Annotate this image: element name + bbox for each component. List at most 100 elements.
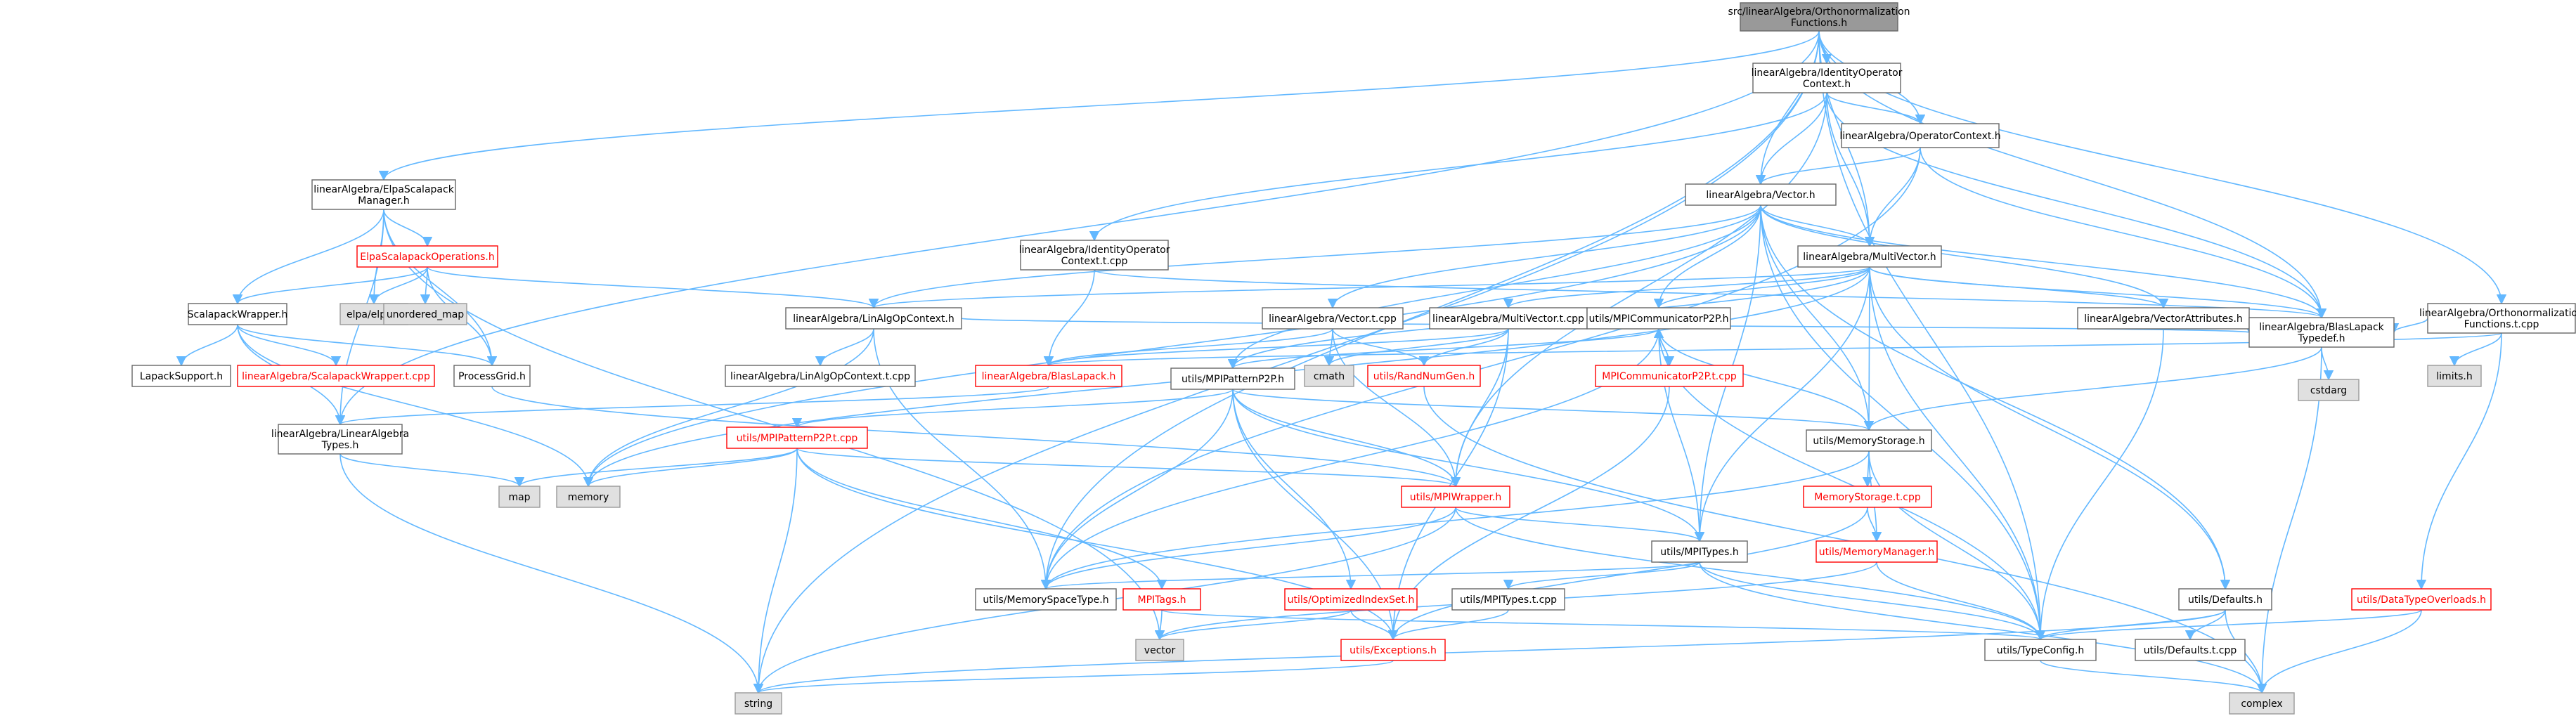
node-memspace[interactable]: utils/MemorySpaceType.h	[975, 588, 1117, 611]
node-complex: complex	[2229, 692, 2295, 715]
node-mpiwrapper[interactable]: utils/MPIWrapper.h	[1401, 486, 1510, 508]
node-defaults[interactable]: utils/Defaults.h	[2178, 588, 2272, 611]
edge-optidx-to-vector_std	[1154, 609, 1352, 641]
node-label: Context.t.cpp	[1061, 256, 1128, 267]
node-memory: memory	[556, 486, 621, 508]
edge-linalgctx-to-memory	[583, 328, 874, 488]
node-memstorage[interactable]: utils/MemoryStorage.h	[1806, 429, 1932, 452]
node-mpitypes[interactable]: utils/MPITypes.h	[1651, 540, 1748, 563]
node-memmanager[interactable]: utils/MemoryManager.h	[1816, 540, 1938, 563]
node-vectorcpp[interactable]: linearAlgebra/Vector.t.cpp	[1262, 307, 1404, 330]
node-opctx[interactable]: linearAlgebra/OperatorContext.h	[1839, 123, 2001, 148]
node-typeconfig[interactable]: utils/TypeConfig.h	[1984, 639, 2097, 661]
node-box	[734, 692, 782, 715]
node-label: utils/DataTypeOverloads.h	[2357, 594, 2486, 606]
node-box	[1797, 245, 1942, 268]
edge-orthocpp-to-blastypedef	[2388, 318, 2428, 334]
node-label: utils/MPIWrapper.h	[1410, 492, 1502, 503]
node-box	[1841, 123, 2000, 148]
node-label: linearAlgebra/MultiVector.h	[1803, 252, 1936, 263]
node-box	[383, 303, 467, 325]
node-vector[interactable]: linearAlgebra/Vector.h	[1685, 183, 1837, 206]
node-mpitags[interactable]: MPITags.h	[1122, 588, 1201, 611]
edge-memstorage-to-typeconfig	[1868, 450, 2046, 641]
edge-mpipatp2pcpp-to-mpiwrapper	[796, 448, 1461, 488]
node-label: utils/MemoryStorage.h	[1813, 436, 1924, 447]
node-idopctxcpp[interactable]: linearAlgebra/IdentityOperatorContext.t.…	[1019, 240, 1170, 271]
node-label: Functions.t.cpp	[2464, 319, 2539, 330]
node-orthocpp[interactable]: linearAlgebra/OrthonormalizationFunction…	[2419, 303, 2576, 334]
node-limits: limits.h	[2427, 365, 2482, 387]
edge-vecattr-to-typeconfig	[2035, 328, 2164, 641]
node-scalapack[interactable]: ScalapackWrapper.h	[188, 303, 288, 325]
node-label: MPITags.h	[1138, 594, 1186, 606]
node-linalgctxcpp[interactable]: linearAlgebra/LinAlgOpContext.t.cpp	[725, 365, 916, 387]
node-label: utils/Defaults.h	[2188, 594, 2263, 606]
node-label: linearAlgebra/Orthonormalization	[2419, 308, 2576, 319]
node-box	[1135, 639, 1184, 661]
node-memstoragecpp[interactable]: MemoryStorage.t.cpp	[1803, 486, 1932, 508]
node-label: utils/MemoryManager.h	[1819, 547, 1935, 558]
node-vecattr[interactable]: linearAlgebra/VectorAttributes.h	[2077, 307, 2250, 330]
node-box	[1752, 63, 1901, 93]
node-label: linearAlgebra/Vector.h	[1706, 190, 1815, 201]
node-blaslapack[interactable]: linearAlgebra/BlasLapack.h	[975, 365, 1122, 387]
node-box	[311, 179, 456, 210]
node-vector_std: vector	[1135, 639, 1184, 661]
node-mpicommp2pcpp[interactable]: MPICommunicatorP2P.t.cpp	[1595, 365, 1744, 387]
edge-idopctx-to-multivec	[1826, 92, 1875, 247]
edge-scalapack-to-procgrid	[237, 324, 498, 367]
node-box	[556, 486, 621, 508]
node-label: linearAlgebra/ScalapackWrapper.t.cpp	[242, 371, 430, 382]
edge-vector-to-vecattr	[1760, 204, 2169, 309]
node-lapacksupport[interactable]: LapackSupport.h	[131, 365, 231, 387]
node-dtoverloads[interactable]: utils/DataTypeOverloads.h	[2351, 588, 2492, 611]
node-label: utils/RandNumGen.h	[1373, 371, 1475, 382]
node-multivec[interactable]: linearAlgebra/MultiVector.h	[1797, 245, 1942, 268]
node-label: utils/MPITypes.h	[1660, 547, 1739, 558]
node-label: cmath	[1314, 371, 1345, 382]
node-box	[1685, 183, 1837, 206]
edge-defaults-to-defaultscpp	[2185, 609, 2226, 641]
node-label: linearAlgebra/LinAlgOpContext.t.cpp	[730, 371, 910, 382]
node-mpipatp2p[interactable]: utils/MPIPatternP2P.h	[1170, 367, 1295, 390]
node-defaultscpp[interactable]: utils/Defaults.t.cpp	[2135, 639, 2246, 661]
node-label: utils/TypeConfig.h	[1997, 645, 2085, 656]
node-multiveccpp[interactable]: linearAlgebra/MultiVector.t.cpp	[1429, 307, 1588, 330]
edge-randnum-to-complex	[1423, 386, 2267, 694]
node-mpicommp2p[interactable]: utils/MPICommunicatorP2P.h	[1586, 307, 1731, 330]
node-box	[356, 245, 498, 268]
edge-opctx-to-multivec	[1864, 147, 1921, 247]
node-label: string	[744, 698, 772, 710]
node-label: utils/MPIPatternP2P.h	[1182, 374, 1284, 385]
edge-orthocpp-to-dtoverloads	[2416, 332, 2502, 590]
edge-memstoragecpp-to-memmanager	[1867, 507, 1882, 542]
edge-multivec-to-mpicommp2p	[1653, 266, 1870, 309]
node-linalgctx[interactable]: linearAlgebra/LinAlgOpContext.h	[785, 307, 962, 330]
edge-mpitypes-to-memspace	[1041, 561, 1700, 590]
node-scalapackcpp[interactable]: linearAlgebra/ScalapackWrapper.t.cpp	[237, 365, 435, 387]
node-elpaops[interactable]: ElpaScalapackOperations.h	[356, 245, 498, 268]
node-mpipatp2pcpp[interactable]: utils/MPIPatternP2P.t.cpp	[726, 427, 868, 449]
node-optidx[interactable]: utils/OptimizedIndexSet.h	[1284, 588, 1418, 611]
node-label: Types.h	[321, 440, 359, 451]
node-box	[131, 365, 231, 387]
node-box	[453, 365, 531, 387]
node-randnum[interactable]: utils/RandNumGen.h	[1367, 365, 1481, 387]
edge-elpaops-to-scalapack	[232, 266, 428, 305]
node-label: MemoryStorage.t.cpp	[1814, 492, 1921, 503]
node-box	[1304, 365, 1354, 387]
edge-linalgtypes-to-map	[339, 453, 525, 488]
node-mpitypescpp[interactable]: utils/MPITypes.t.cpp	[1451, 588, 1565, 611]
node-procgrid[interactable]: ProcessGrid.h	[453, 365, 531, 387]
edge-vector-to-vectorcpp	[1327, 204, 1761, 309]
node-root[interactable]: src/linearAlgebra/OrthonormalizationFunc…	[1728, 2, 1910, 32]
node-exceptions[interactable]: utils/Exceptions.h	[1340, 639, 1446, 661]
edge-root-to-elpa	[379, 30, 1820, 181]
edge-elpa-to-scalapack	[232, 209, 384, 305]
edge-elpa-to-procgrid	[383, 209, 498, 367]
